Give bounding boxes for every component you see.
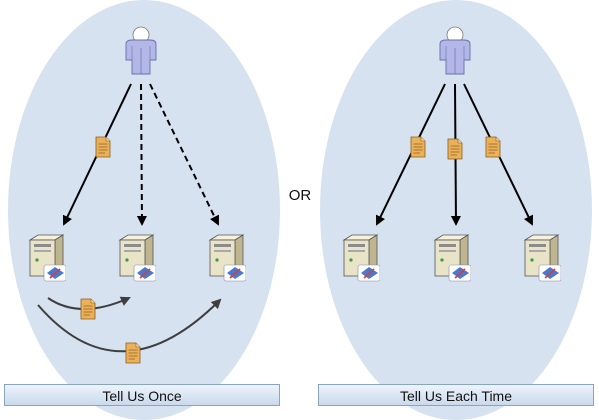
left-sync-arrow-to-server-3 <box>37 298 222 353</box>
or-separator-label: OR <box>288 187 312 204</box>
left-server-icon-2[interactable] <box>119 234 156 282</box>
right-server-icon-3[interactable] <box>524 234 561 282</box>
right-document-icon-1 <box>410 136 426 158</box>
left-panel-ellipse <box>8 0 280 420</box>
left-server-icon-3[interactable] <box>209 234 246 282</box>
right-document-icon-2 <box>447 138 463 160</box>
right-panel <box>320 0 592 420</box>
left-dashed-arrow-to-server-3 <box>149 83 220 226</box>
left-dashed-arrow-to-server-2 <box>136 83 147 226</box>
right-server-icon-2[interactable] <box>434 234 471 282</box>
left-document-icon-3 <box>125 342 141 364</box>
right-document-icon-3 <box>485 136 501 158</box>
left-panel <box>8 0 280 420</box>
tell-us-each-time-caption: Tell Us Each Time <box>318 384 594 406</box>
left-document-icon-2 <box>80 298 96 320</box>
left-document-icon-1 <box>95 136 111 158</box>
right-server-icon-1[interactable] <box>343 234 380 282</box>
tell-us-once-caption: Tell Us Once <box>4 384 280 406</box>
left-server-icon-1[interactable] <box>29 234 66 282</box>
